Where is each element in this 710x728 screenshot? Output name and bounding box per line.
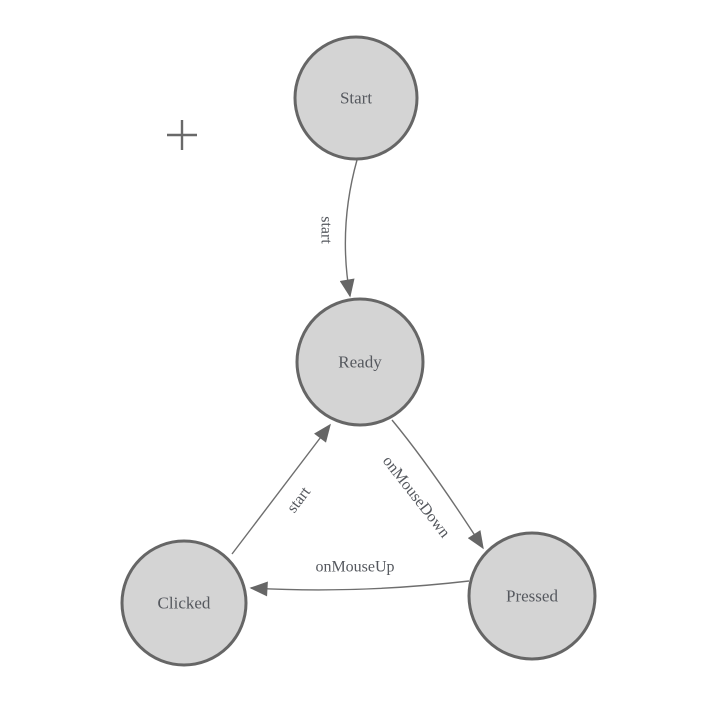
node-ready[interactable]: Ready xyxy=(295,297,425,427)
edge-ready-to-pressed[interactable]: onMouseDown xyxy=(379,419,484,550)
node-circle-pressed[interactable] xyxy=(467,531,597,661)
edge-label-clicked-to-ready: start xyxy=(284,483,314,516)
node-clicked[interactable]: Clicked xyxy=(120,539,248,667)
edge-line-pressed-to-clicked[interactable] xyxy=(249,580,470,597)
edge-line-clicked-to-ready[interactable] xyxy=(231,423,331,555)
node-label-pressed: Pressed xyxy=(506,587,558,606)
node-label-ready: Ready xyxy=(338,353,382,372)
plus-cursor-icon xyxy=(167,120,197,150)
edge-label-ready-to-pressed: onMouseDown xyxy=(379,453,453,541)
node-label-clicked: Clicked xyxy=(158,594,211,613)
edge-pressed-to-clicked[interactable]: onMouseUp xyxy=(249,559,470,597)
node-pressed[interactable]: Pressed xyxy=(467,531,597,661)
node-circle-start[interactable] xyxy=(293,35,419,161)
node-label-start: Start xyxy=(340,89,372,108)
node-circle-ready[interactable] xyxy=(295,297,425,427)
edge-line-start-to-ready[interactable] xyxy=(339,159,358,298)
node-start[interactable]: Start xyxy=(293,35,419,161)
edge-label-start-to-ready: start xyxy=(318,216,335,244)
edge-start-to-ready[interactable]: start xyxy=(318,159,358,298)
edge-line-ready-to-pressed[interactable] xyxy=(391,419,484,550)
edge-clicked-to-ready[interactable]: start xyxy=(231,423,331,555)
node-circle-clicked[interactable] xyxy=(120,539,248,667)
edge-label-pressed-to-clicked: onMouseUp xyxy=(315,559,394,576)
